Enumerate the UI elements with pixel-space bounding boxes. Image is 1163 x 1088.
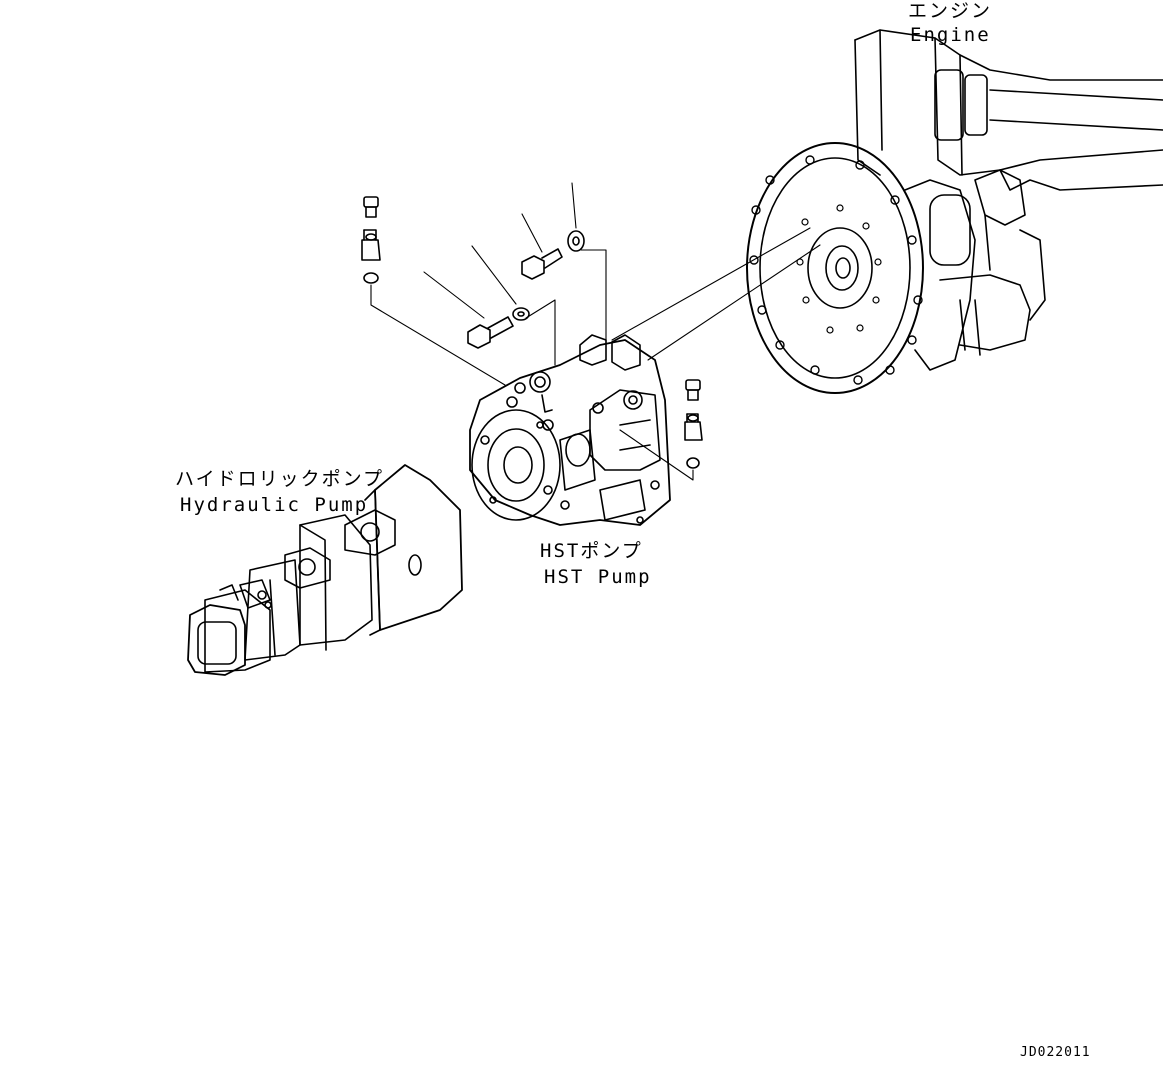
bolt-washer-set — [467, 230, 585, 349]
hydraulic-pump-label-en: Hydraulic Pump — [180, 494, 369, 516]
engine-assembly — [746, 29, 1163, 394]
leader-lines — [370, 182, 821, 481]
engine-label-jp: エンジン — [908, 0, 993, 22]
fastener-set-left — [361, 196, 381, 284]
engine-label-en: Engine — [910, 24, 991, 46]
drawing-code: JD022011 — [1020, 1045, 1091, 1060]
hydraulic-pump-assembly — [187, 464, 463, 676]
hst-pump-label-jp: HSTポンプ — [540, 540, 643, 562]
hst-pump-label-en: HST Pump — [544, 566, 652, 588]
hst-pump-assembly — [469, 334, 671, 526]
fastener-set-right — [684, 379, 703, 469]
hydraulic-pump-label-jp: ハイドロリックポンプ — [175, 468, 385, 490]
